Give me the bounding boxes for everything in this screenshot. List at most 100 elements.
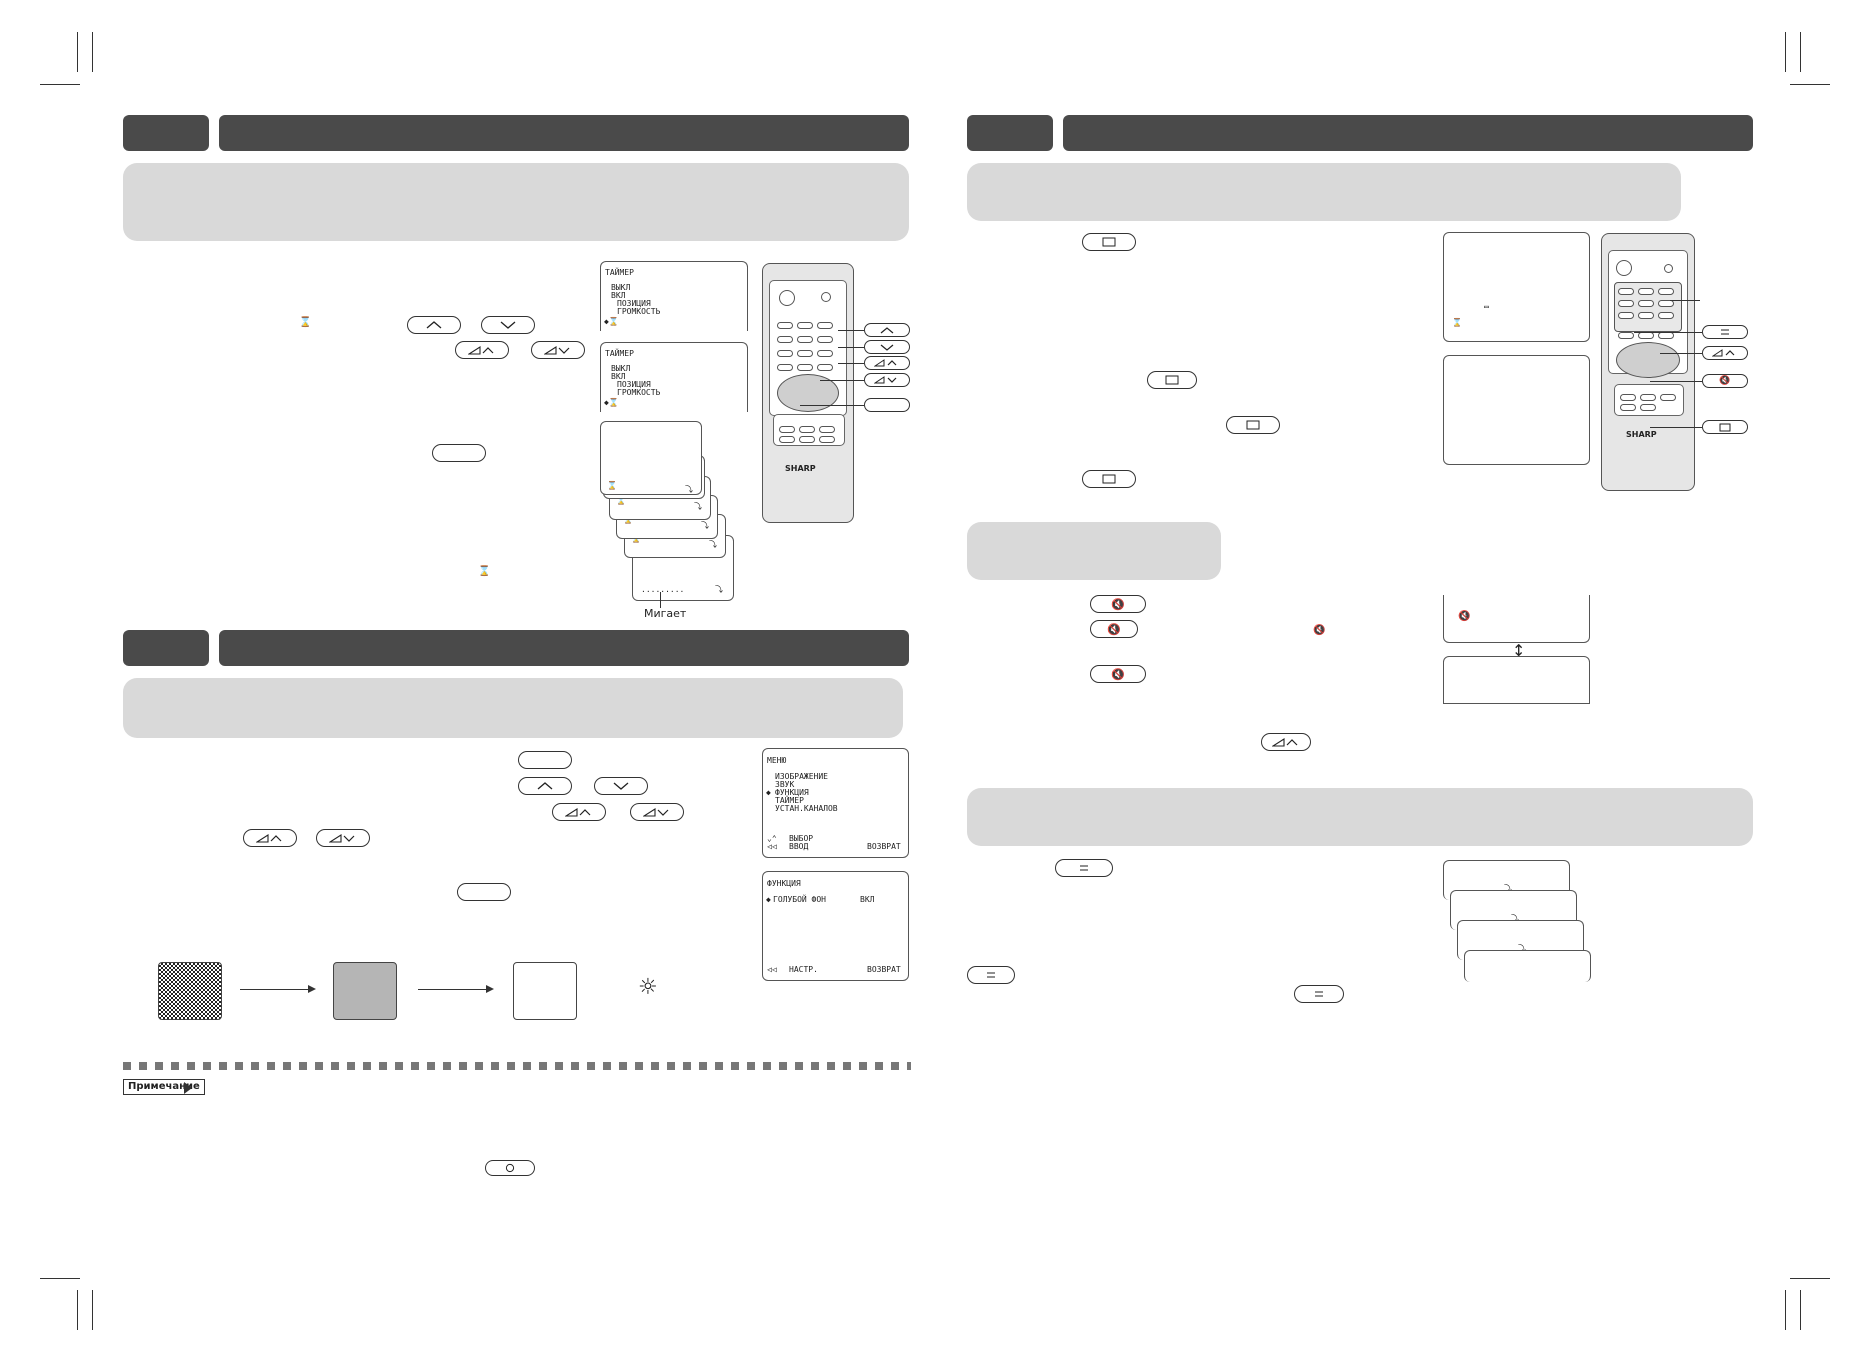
screen-button[interactable] bbox=[1226, 416, 1280, 434]
channel-down-callout bbox=[864, 340, 910, 354]
cursor-icon: ◆⌛ bbox=[604, 398, 619, 407]
menu-item: ТАЙМЕР bbox=[775, 796, 804, 805]
volume-up-button[interactable] bbox=[243, 829, 297, 847]
screen-button[interactable] bbox=[1147, 371, 1197, 389]
menu-item: ФУНКЦИЯ bbox=[775, 788, 809, 797]
menu-callout bbox=[864, 398, 910, 412]
flashback-button[interactable] bbox=[1294, 985, 1344, 1003]
cursor-icon: ◆⌛ bbox=[604, 317, 619, 326]
menu-button[interactable] bbox=[432, 444, 486, 462]
menu-button[interactable] bbox=[518, 751, 572, 769]
return-hint: ВОЗВРАТ bbox=[867, 965, 901, 974]
timer-osd-screen: ТАЙМЕР ВЫКЛ ВКЛ ПОЗИЦИЯ ГРОМКОСТЬ ◆⌛ bbox=[600, 342, 748, 412]
power-button[interactable] bbox=[485, 1160, 535, 1176]
blink-pointer bbox=[660, 592, 661, 608]
select-hint-icon: ⌄⌃ bbox=[767, 834, 777, 843]
crop-mark bbox=[1800, 1290, 1801, 1330]
power-icon bbox=[779, 290, 795, 306]
screen-button[interactable] bbox=[1082, 233, 1136, 251]
indicator-icon bbox=[821, 292, 831, 302]
arrow-icon: ⤵ bbox=[701, 521, 709, 530]
menu-item: ИЗОБРАЖЕНИЕ bbox=[775, 772, 828, 781]
crop-mark bbox=[77, 32, 78, 72]
blink-label: Мигает bbox=[644, 607, 687, 620]
adjust-hint-icon: ◁◁ bbox=[767, 965, 777, 974]
osd-title: ТАЙМЕР bbox=[605, 268, 634, 277]
channel-screen bbox=[1464, 950, 1591, 982]
channel-up-button[interactable] bbox=[407, 316, 461, 334]
osd-line: ПОЗИЦИЯ bbox=[617, 299, 651, 308]
navigation-pad bbox=[1616, 342, 1680, 378]
screen-callout bbox=[1702, 420, 1748, 434]
arrow bbox=[418, 989, 490, 990]
mute-button[interactable]: 🔇 bbox=[1090, 595, 1146, 613]
section-tab bbox=[123, 115, 209, 151]
toggle-arrow-icon: ↕ bbox=[1512, 641, 1526, 660]
section-tab bbox=[123, 630, 209, 666]
note-label: Примечание bbox=[123, 1079, 205, 1095]
intro-box bbox=[967, 163, 1681, 221]
volume-up-callout bbox=[864, 356, 910, 370]
mute-button[interactable]: 🔇 bbox=[1090, 620, 1138, 638]
volume-up-button[interactable] bbox=[552, 803, 606, 821]
volume-down-button[interactable] bbox=[531, 341, 585, 359]
flashback-button[interactable] bbox=[967, 966, 1015, 984]
remote-control: SHARP bbox=[762, 263, 854, 523]
select-hint: ВЫБОР bbox=[789, 834, 814, 843]
arrow-icon: ⤵ bbox=[694, 502, 702, 511]
intro-box bbox=[123, 163, 909, 241]
volume-up-callout bbox=[1702, 346, 1748, 360]
hourglass-icon: ⌛ bbox=[299, 317, 312, 328]
mute-callout: 🔇 bbox=[1702, 374, 1748, 388]
channel-up-button[interactable] bbox=[518, 777, 572, 795]
timer-osd-screen: ТАЙМЕР ВЫКЛ ВКЛ ПОЗИЦИЯ ГРОМКОСТЬ ◆⌛ bbox=[600, 261, 748, 331]
intro-box bbox=[967, 522, 1221, 580]
crop-mark bbox=[1790, 1278, 1830, 1279]
crop-mark bbox=[40, 1278, 80, 1279]
info-screen: ▭ ⌛ bbox=[1443, 232, 1590, 342]
arrow-icon: ⤵ bbox=[1511, 914, 1519, 923]
crop-mark bbox=[40, 84, 80, 85]
volume-down-button[interactable] bbox=[316, 829, 370, 847]
screen-button[interactable] bbox=[1082, 470, 1136, 488]
mute-button[interactable]: 🔇 bbox=[1090, 665, 1146, 683]
crop-mark bbox=[77, 1290, 78, 1330]
arrow-icon: ⤵ bbox=[685, 485, 693, 494]
osd-line: ВЫКЛ bbox=[611, 364, 631, 373]
channel-up-callout bbox=[864, 323, 910, 337]
arrow-icon: ⤵ bbox=[709, 540, 717, 549]
intro-box bbox=[123, 678, 903, 738]
mute-screen: 🔇 bbox=[1443, 595, 1590, 643]
blue-screen bbox=[333, 962, 397, 1020]
osd-line: ПОЗИЦИЯ bbox=[617, 380, 651, 389]
section-header-bar bbox=[219, 630, 909, 666]
remote-control: SHARP bbox=[1601, 233, 1695, 491]
remote-brand: SHARP bbox=[785, 464, 816, 473]
volume-up-button[interactable] bbox=[1261, 733, 1311, 751]
return-hint: ВОЗВРАТ bbox=[867, 842, 901, 851]
mute-screen bbox=[1443, 656, 1590, 704]
volume-down-button[interactable] bbox=[630, 803, 684, 821]
note-separator bbox=[123, 1062, 911, 1070]
cursor-icon: ◆ bbox=[766, 788, 771, 797]
crop-mark bbox=[92, 1290, 93, 1330]
section-tab bbox=[967, 115, 1053, 151]
flashback-button[interactable] bbox=[1055, 859, 1113, 877]
remote-brand: SHARP bbox=[1626, 430, 1657, 439]
blank-screen bbox=[513, 962, 577, 1020]
channel-down-button[interactable] bbox=[594, 777, 648, 795]
volume-up-button[interactable] bbox=[455, 341, 509, 359]
crop-mark bbox=[1785, 1290, 1786, 1330]
arrow-icon: ⤵ bbox=[715, 585, 723, 594]
channel-down-button[interactable] bbox=[481, 316, 535, 334]
osd-title: ФУНКЦИЯ bbox=[767, 879, 801, 888]
osd-line: ВКЛ bbox=[611, 372, 626, 381]
arrow bbox=[240, 989, 312, 990]
menu-button[interactable] bbox=[457, 883, 511, 901]
timer-icon: ⌛ bbox=[1452, 318, 1462, 327]
volume-down-callout bbox=[864, 373, 910, 387]
osd-title: МЕНЮ bbox=[767, 756, 787, 765]
power-icon bbox=[1616, 260, 1632, 276]
cursor-icon: ◆ bbox=[766, 895, 771, 904]
enter-hint: ВВОД bbox=[789, 842, 809, 851]
